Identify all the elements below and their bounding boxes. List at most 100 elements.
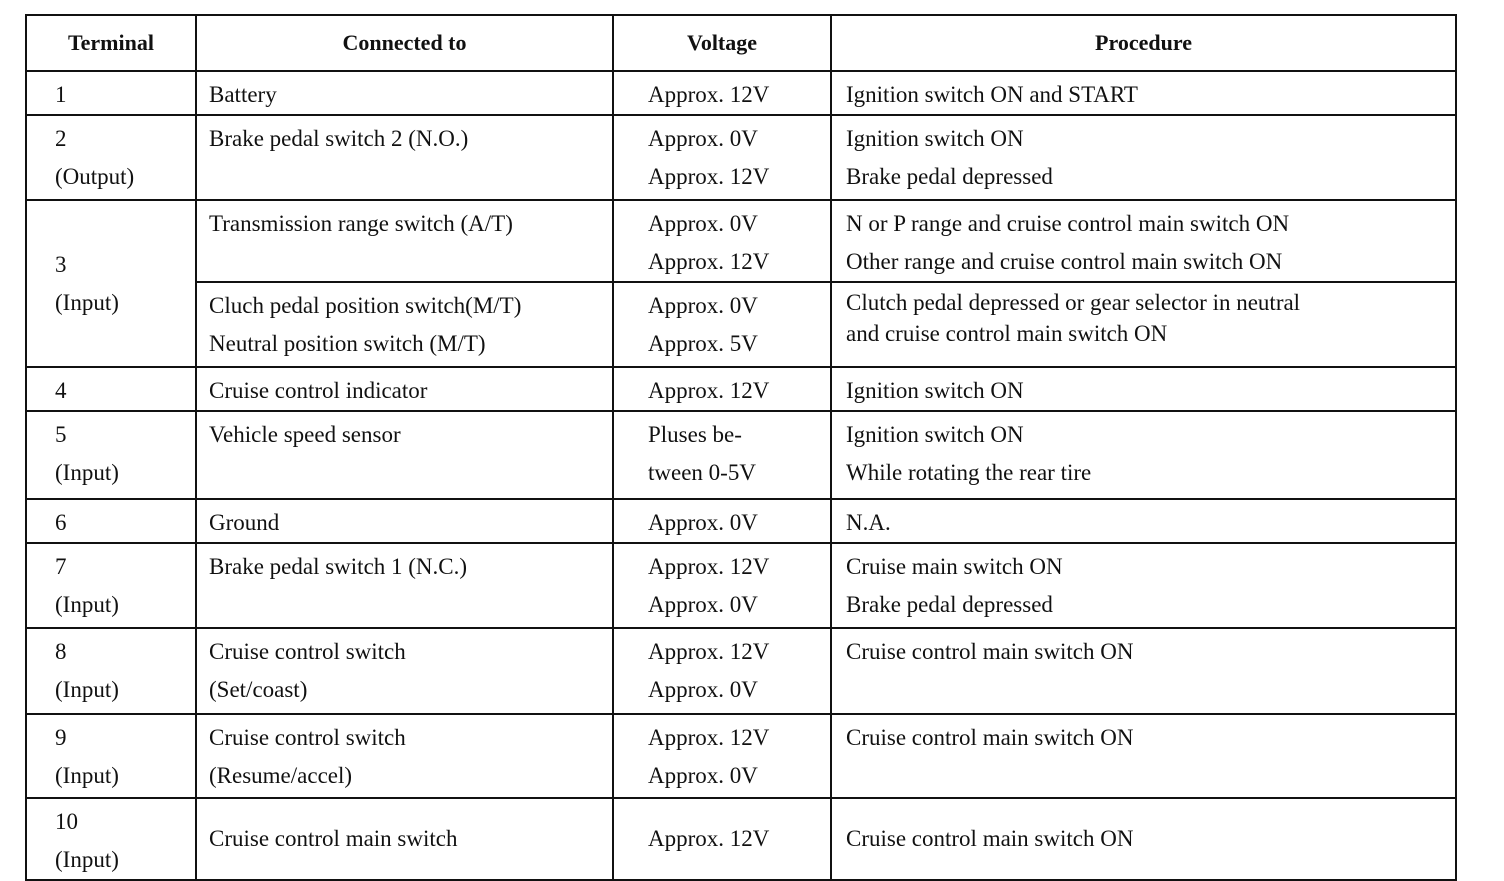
procedure-cell-line: N.A. [846, 510, 891, 535]
connected-to-cell-line: Cruise control main switch [209, 826, 458, 851]
procedure-cell: Ignition switch ON While rotating the rea… [830, 410, 1457, 500]
terminal-cell: 7 (Input) [25, 542, 197, 629]
procedure-cell: Clutch pedal depressed or gear selector … [830, 281, 1457, 368]
connected-to-cell: Cruise control indicator [195, 366, 614, 412]
header-connected-to: Connected to [195, 14, 614, 72]
terminal-cell: 10(Input) [25, 797, 197, 881]
table-row: 6 Ground Approx. 0V N.A. [25, 498, 1457, 544]
terminal-cell-line: (Input) [55, 592, 119, 617]
terminal-cell-line: 1 [55, 82, 67, 107]
connected-to-cell-line: Brake pedal switch 1 (N.C.) [209, 554, 468, 579]
voltage-cell-line: Approx. 12V [648, 249, 770, 274]
table-row: 9 (Input) Cruise control switch (Resume/acc… [25, 713, 1457, 799]
table-row: 2 (Output) Brake pedal switch 2 (N.O.) Appr… [25, 114, 1457, 201]
terminal-cell: 6 [25, 498, 197, 544]
procedure-cell-line: N or P range and cruise control main swi… [846, 211, 1290, 236]
procedure-cell-line: and cruise control main switch ON [846, 321, 1168, 346]
terminal-cell: 3 (Input) [25, 199, 197, 368]
terminal-cell: 8(Input) [25, 627, 197, 715]
header-row: Terminal Connected to Voltage Procedure [25, 14, 1457, 72]
terminal-cell-line: 7 [55, 554, 67, 579]
procedure-cell-line: Ignition switch ON [846, 422, 1024, 447]
voltage-cell: Approx. 0V Approx. 12V [612, 199, 832, 283]
procedure-cell: Cruise control main switch ON [830, 713, 1457, 799]
procedure-cell-line: Cruise control main switch ON [846, 639, 1134, 664]
procedure-cell: Cruise control main switch ON [830, 627, 1457, 715]
voltage-cell-line: Approx. 12V [648, 378, 770, 403]
voltage-cell: Approx. 12V [612, 70, 832, 116]
connected-to-cell-line: (Set/coast) [209, 677, 308, 702]
table-row: Cluch pedal position switch(M/T)Neutral … [26, 281, 1457, 368]
connected-to-cell: Cruise control main switch [195, 797, 614, 881]
terminal-cell: 4 [25, 366, 197, 412]
connected-to-cell-line: Cluch pedal position switch(M/T) [209, 293, 522, 318]
voltage-cell-line: Approx. 12V [648, 164, 770, 189]
connected-to-cell-line: Cruise control switch [209, 725, 406, 750]
table-row: 8(Input)Cruise control switch(Set/coast)… [25, 627, 1457, 715]
procedure-cell-line: While rotating the rear tire [846, 460, 1092, 485]
voltage-cell-line: Approx. 0V [648, 592, 758, 617]
terminal-cell-line: 9 [55, 725, 67, 750]
table-row: 10(Input) Cruise control main switch Appro… [25, 797, 1457, 881]
procedure-cell-line: Ignition switch ON [846, 378, 1024, 403]
connected-to-cell-line: Brake pedal switch 2 (N.O.) [209, 126, 469, 151]
procedure-cell-line: Ignition switch ON [846, 126, 1024, 151]
voltage-cell-line: Approx. 5V [648, 331, 758, 356]
voltage-cell: Approx. 0V [612, 498, 832, 544]
terminal-cell-line: (Input) [55, 289, 119, 315]
procedure-cell-line: Ignition switch ON and START [846, 82, 1138, 107]
voltage-cell-line: Approx. 0V [648, 510, 758, 535]
procedure-cell-line: Brake pedal depressed [846, 164, 1053, 189]
terminal-cell-line: (Input) [55, 847, 119, 872]
terminal-table: Terminal Connected to Voltage Procedure … [25, 14, 1457, 881]
procedure-cell: Cruise control main switch ON [830, 797, 1457, 881]
terminal-cell: 1 [25, 70, 197, 116]
procedure-cell: N or P range and cruise control main swi… [830, 199, 1457, 283]
connected-to-cell-line: (Resume/accel) [209, 763, 353, 788]
voltage-cell: Approx. 0V Approx. 12V [612, 114, 832, 201]
terminal-cell-line: 2 [55, 126, 67, 151]
terminal-cell-line: 6 [55, 510, 67, 535]
procedure-cell-line: Other range and cruise control main swit… [846, 249, 1283, 274]
procedure-cell: Ignition switch ON Brake pedal depressed [830, 114, 1457, 201]
header-terminal: Terminal [25, 14, 197, 72]
connected-to-cell: Cruise control switch(Set/coast) [195, 627, 614, 715]
voltage-cell-line: Approx. 12V [648, 554, 770, 579]
voltage-cell-line: Approx. 0V [648, 763, 758, 788]
header-voltage: Voltage [612, 14, 832, 72]
connected-to-cell-line: Ground [209, 510, 280, 535]
connected-to-cell-line: Cruise control indicator [209, 378, 428, 403]
terminal-cell-line: 3 [55, 251, 67, 277]
voltage-cell: Approx. 12V Approx. 0V [612, 542, 832, 629]
table-row: 5 (Input) Vehicle speed sensor Pluses be-tw… [25, 410, 1457, 500]
table-row: 3(Input)Transmission range switch (A/T)A… [25, 199, 1457, 368]
terminal-cell-line: (Input) [55, 763, 119, 788]
voltage-cell: Approx. 12V [612, 366, 832, 412]
header-procedure: Procedure [830, 14, 1457, 72]
terminal-cell-line: (Output) [55, 164, 135, 189]
connected-to-cell: Cruise control switch (Resume/accel) [195, 713, 614, 799]
table-row: 4 Cruise control indicator Approx. 12V Igni… [25, 366, 1457, 412]
voltage-cell-line: Approx. 12V [648, 826, 770, 851]
voltage-cell-line: Approx. 0V [648, 126, 758, 151]
connected-to-cell: Cluch pedal position switch(M/T)Neutral … [195, 281, 614, 368]
voltage-cell-line: Approx. 12V [648, 725, 770, 750]
voltage-cell: Approx. 12V [612, 797, 832, 881]
terminal-cell-line: (Input) [55, 460, 119, 485]
voltage-cell: Approx. 12V Approx. 0V [612, 713, 832, 799]
connected-to-cell: Vehicle speed sensor [195, 410, 614, 500]
terminal-cell: 5 (Input) [25, 410, 197, 500]
voltage-cell-line: Approx. 0V [648, 211, 758, 236]
voltage-cell: Pluses be-tween 0-5V [612, 410, 832, 500]
connected-to-cell: Brake pedal switch 2 (N.O.) [195, 114, 614, 201]
procedure-cell: Ignition switch ON and START [830, 70, 1457, 116]
terminal-cell-line: 5 [55, 422, 67, 447]
procedure-cell-line: Cruise control main switch ON [846, 725, 1134, 750]
terminal-cell: 9 (Input) [25, 713, 197, 799]
procedure-cell: N.A. [830, 498, 1457, 544]
terminal-cell: 2 (Output) [25, 114, 197, 201]
connected-to-cell-line: Vehicle speed sensor [209, 422, 401, 447]
connected-to-cell: Ground [195, 498, 614, 544]
